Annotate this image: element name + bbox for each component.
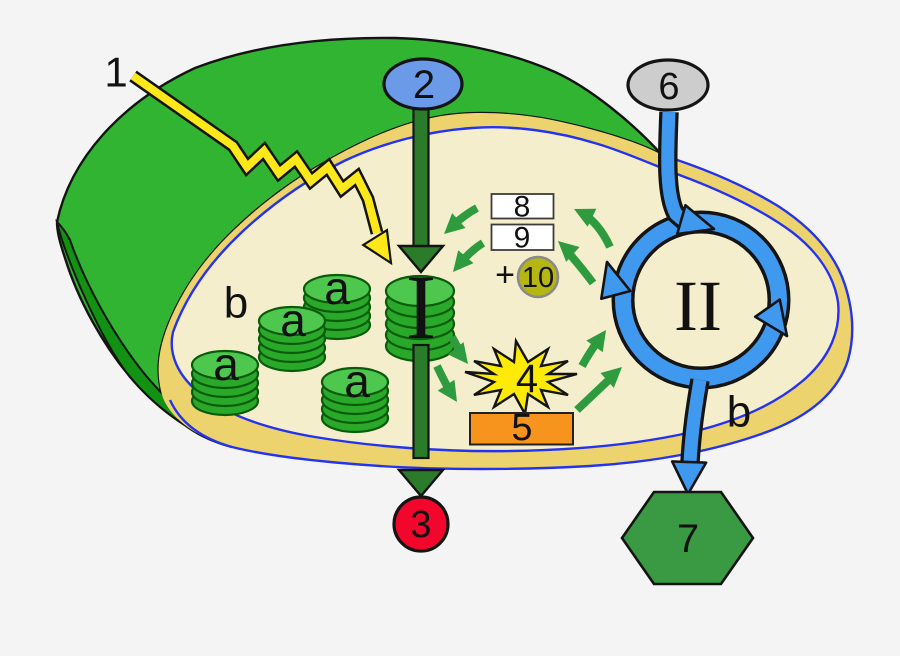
granum-label-a: a	[213, 338, 239, 390]
thylakoid-stack-I	[384, 274, 456, 363]
granum-label-a: a	[344, 355, 370, 407]
arrow-I-to-3	[396, 343, 446, 498]
granum-label-a: a	[324, 262, 350, 314]
granum-label-a: a	[280, 294, 306, 346]
label-1-light: 1	[104, 49, 127, 96]
cycle-ring	[600, 111, 791, 496]
box-8	[490, 193, 555, 220]
plus-sign: +	[495, 256, 515, 294]
label-8: 8	[514, 191, 531, 224]
ring-arrowhead-left	[600, 260, 632, 301]
label-9: 9	[514, 222, 531, 255]
ring-arrowhead-top	[675, 203, 716, 236]
circle-3	[392, 495, 450, 553]
circle-10	[516, 255, 560, 299]
label-I-light-reactions: I	[406, 256, 437, 358]
stroma-label-b: b	[224, 279, 248, 328]
label-2: 2	[413, 63, 435, 107]
starburst-4	[464, 337, 578, 418]
hexagon-7	[620, 490, 755, 586]
label-5: 5	[511, 407, 532, 449]
ring-arrowhead-right	[753, 298, 789, 338]
arrowhead-to-7	[670, 460, 708, 496]
outer-blue-membrane-line	[168, 153, 854, 471]
box-9	[490, 223, 555, 251]
label-3: 3	[410, 504, 431, 546]
label-II-cycle: II	[674, 266, 722, 346]
label-10: 10	[522, 262, 554, 294]
label-7: 7	[677, 517, 699, 561]
bar-5	[469, 412, 574, 446]
badge-6	[626, 58, 710, 112]
light-ray-icon	[129, 70, 393, 266]
recycle-arrows	[433, 204, 622, 413]
label-4: 4	[516, 357, 538, 401]
badge-2	[382, 57, 464, 111]
label-6: 6	[658, 66, 679, 108]
stroma-label-b: b	[727, 388, 751, 437]
arrow-2-to-I	[396, 106, 446, 274]
